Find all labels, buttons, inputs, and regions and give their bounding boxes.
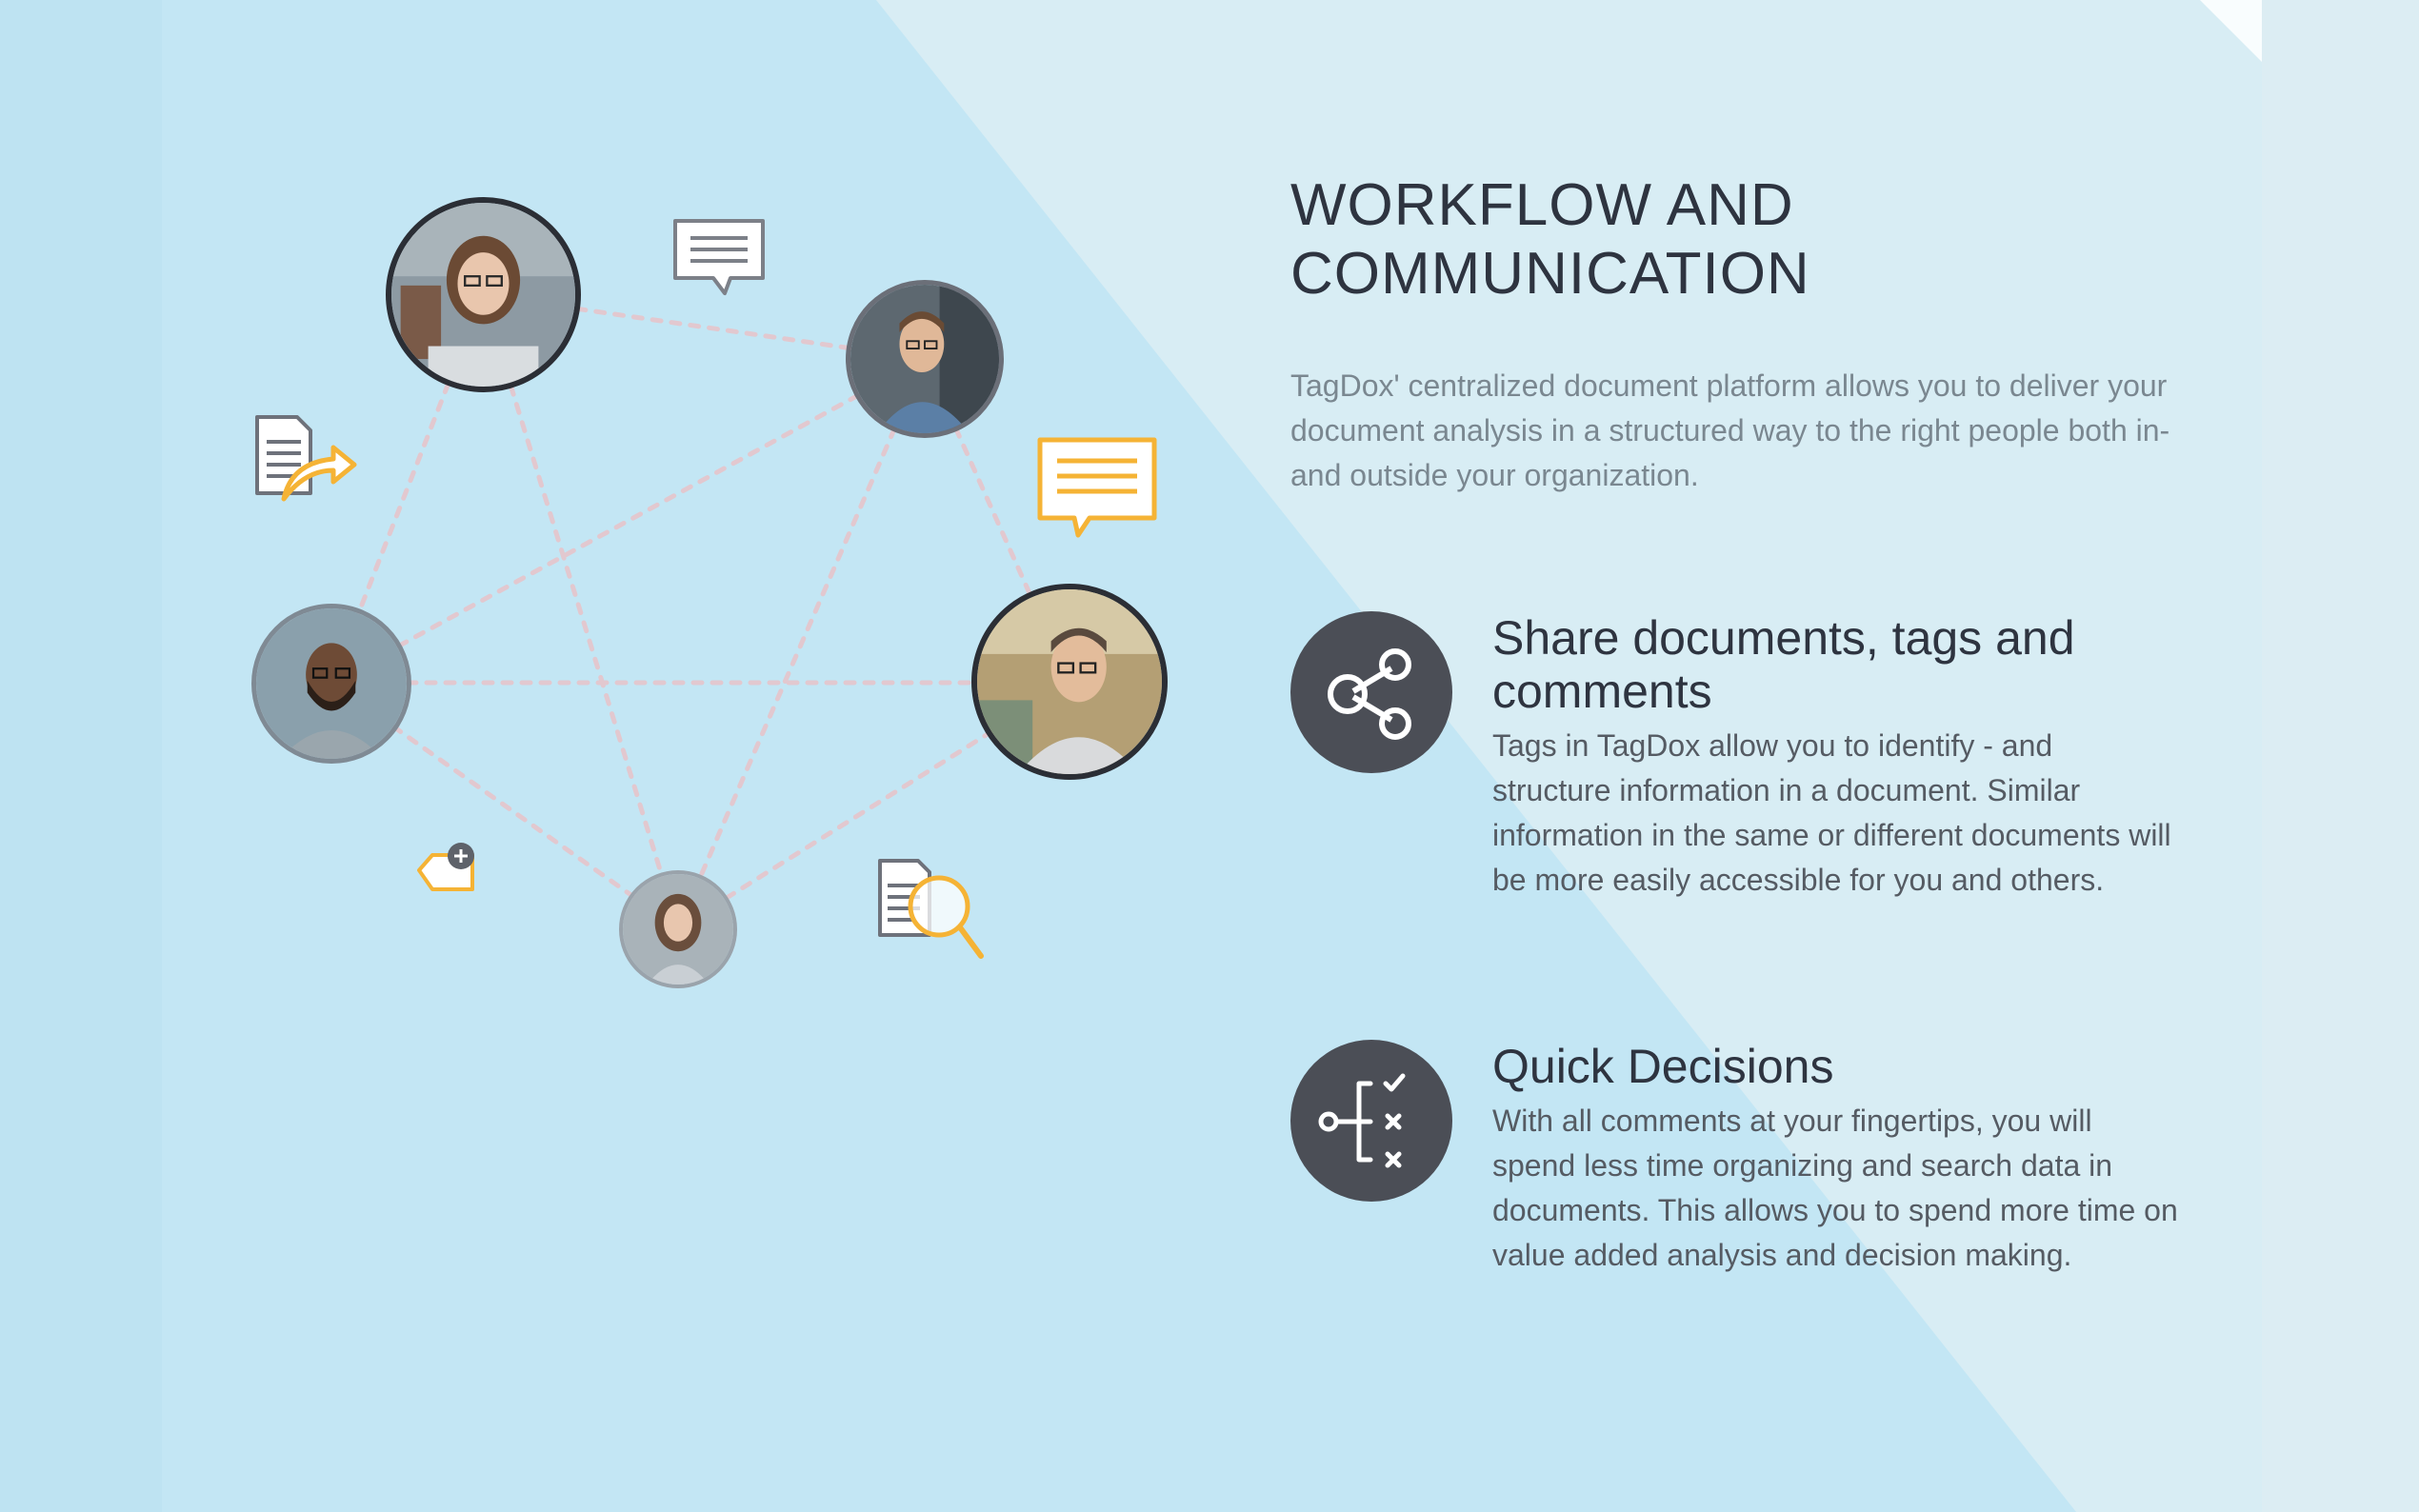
decision-tree-icon bbox=[1290, 1040, 1452, 1202]
chat-bubble-icon bbox=[1036, 436, 1158, 539]
section-title-line: COMMUNICATION bbox=[1290, 241, 1810, 307]
share-icon bbox=[1290, 611, 1452, 773]
section-title-line: WORKFLOW AND bbox=[1290, 172, 1794, 238]
feature-title: Share documents, tags and comments bbox=[1492, 611, 2075, 718]
team-member-avatar bbox=[971, 584, 1168, 780]
feature-description: With all comments at your fingertips, yo… bbox=[1492, 1104, 2178, 1272]
chat-bubble-icon bbox=[671, 217, 767, 301]
workflow-section: WORKFLOW AND COMMUNICATION TagDox' centr… bbox=[1290, 171, 2178, 1272]
section-intro: TagDox' centralized document platform al… bbox=[1290, 368, 2170, 492]
tag-add-icon bbox=[415, 840, 478, 895]
team-member-avatar bbox=[619, 870, 737, 988]
team-member-avatar bbox=[386, 197, 581, 392]
feature-text: Share documents, tags and comments Tags … bbox=[1492, 611, 2178, 903]
document-search-icon bbox=[876, 857, 987, 962]
feature-title: Quick Decisions bbox=[1492, 1040, 1834, 1093]
team-member-avatar bbox=[251, 604, 411, 764]
feature-description: Tags in TagDox allow you to identify - a… bbox=[1492, 728, 2171, 897]
document-share-icon bbox=[253, 413, 360, 505]
feature-text: Quick Decisions With all comments at you… bbox=[1492, 1040, 2178, 1278]
section-title: WORKFLOW AND COMMUNICATION bbox=[1290, 171, 2148, 308]
team-member-avatar bbox=[846, 280, 1004, 438]
